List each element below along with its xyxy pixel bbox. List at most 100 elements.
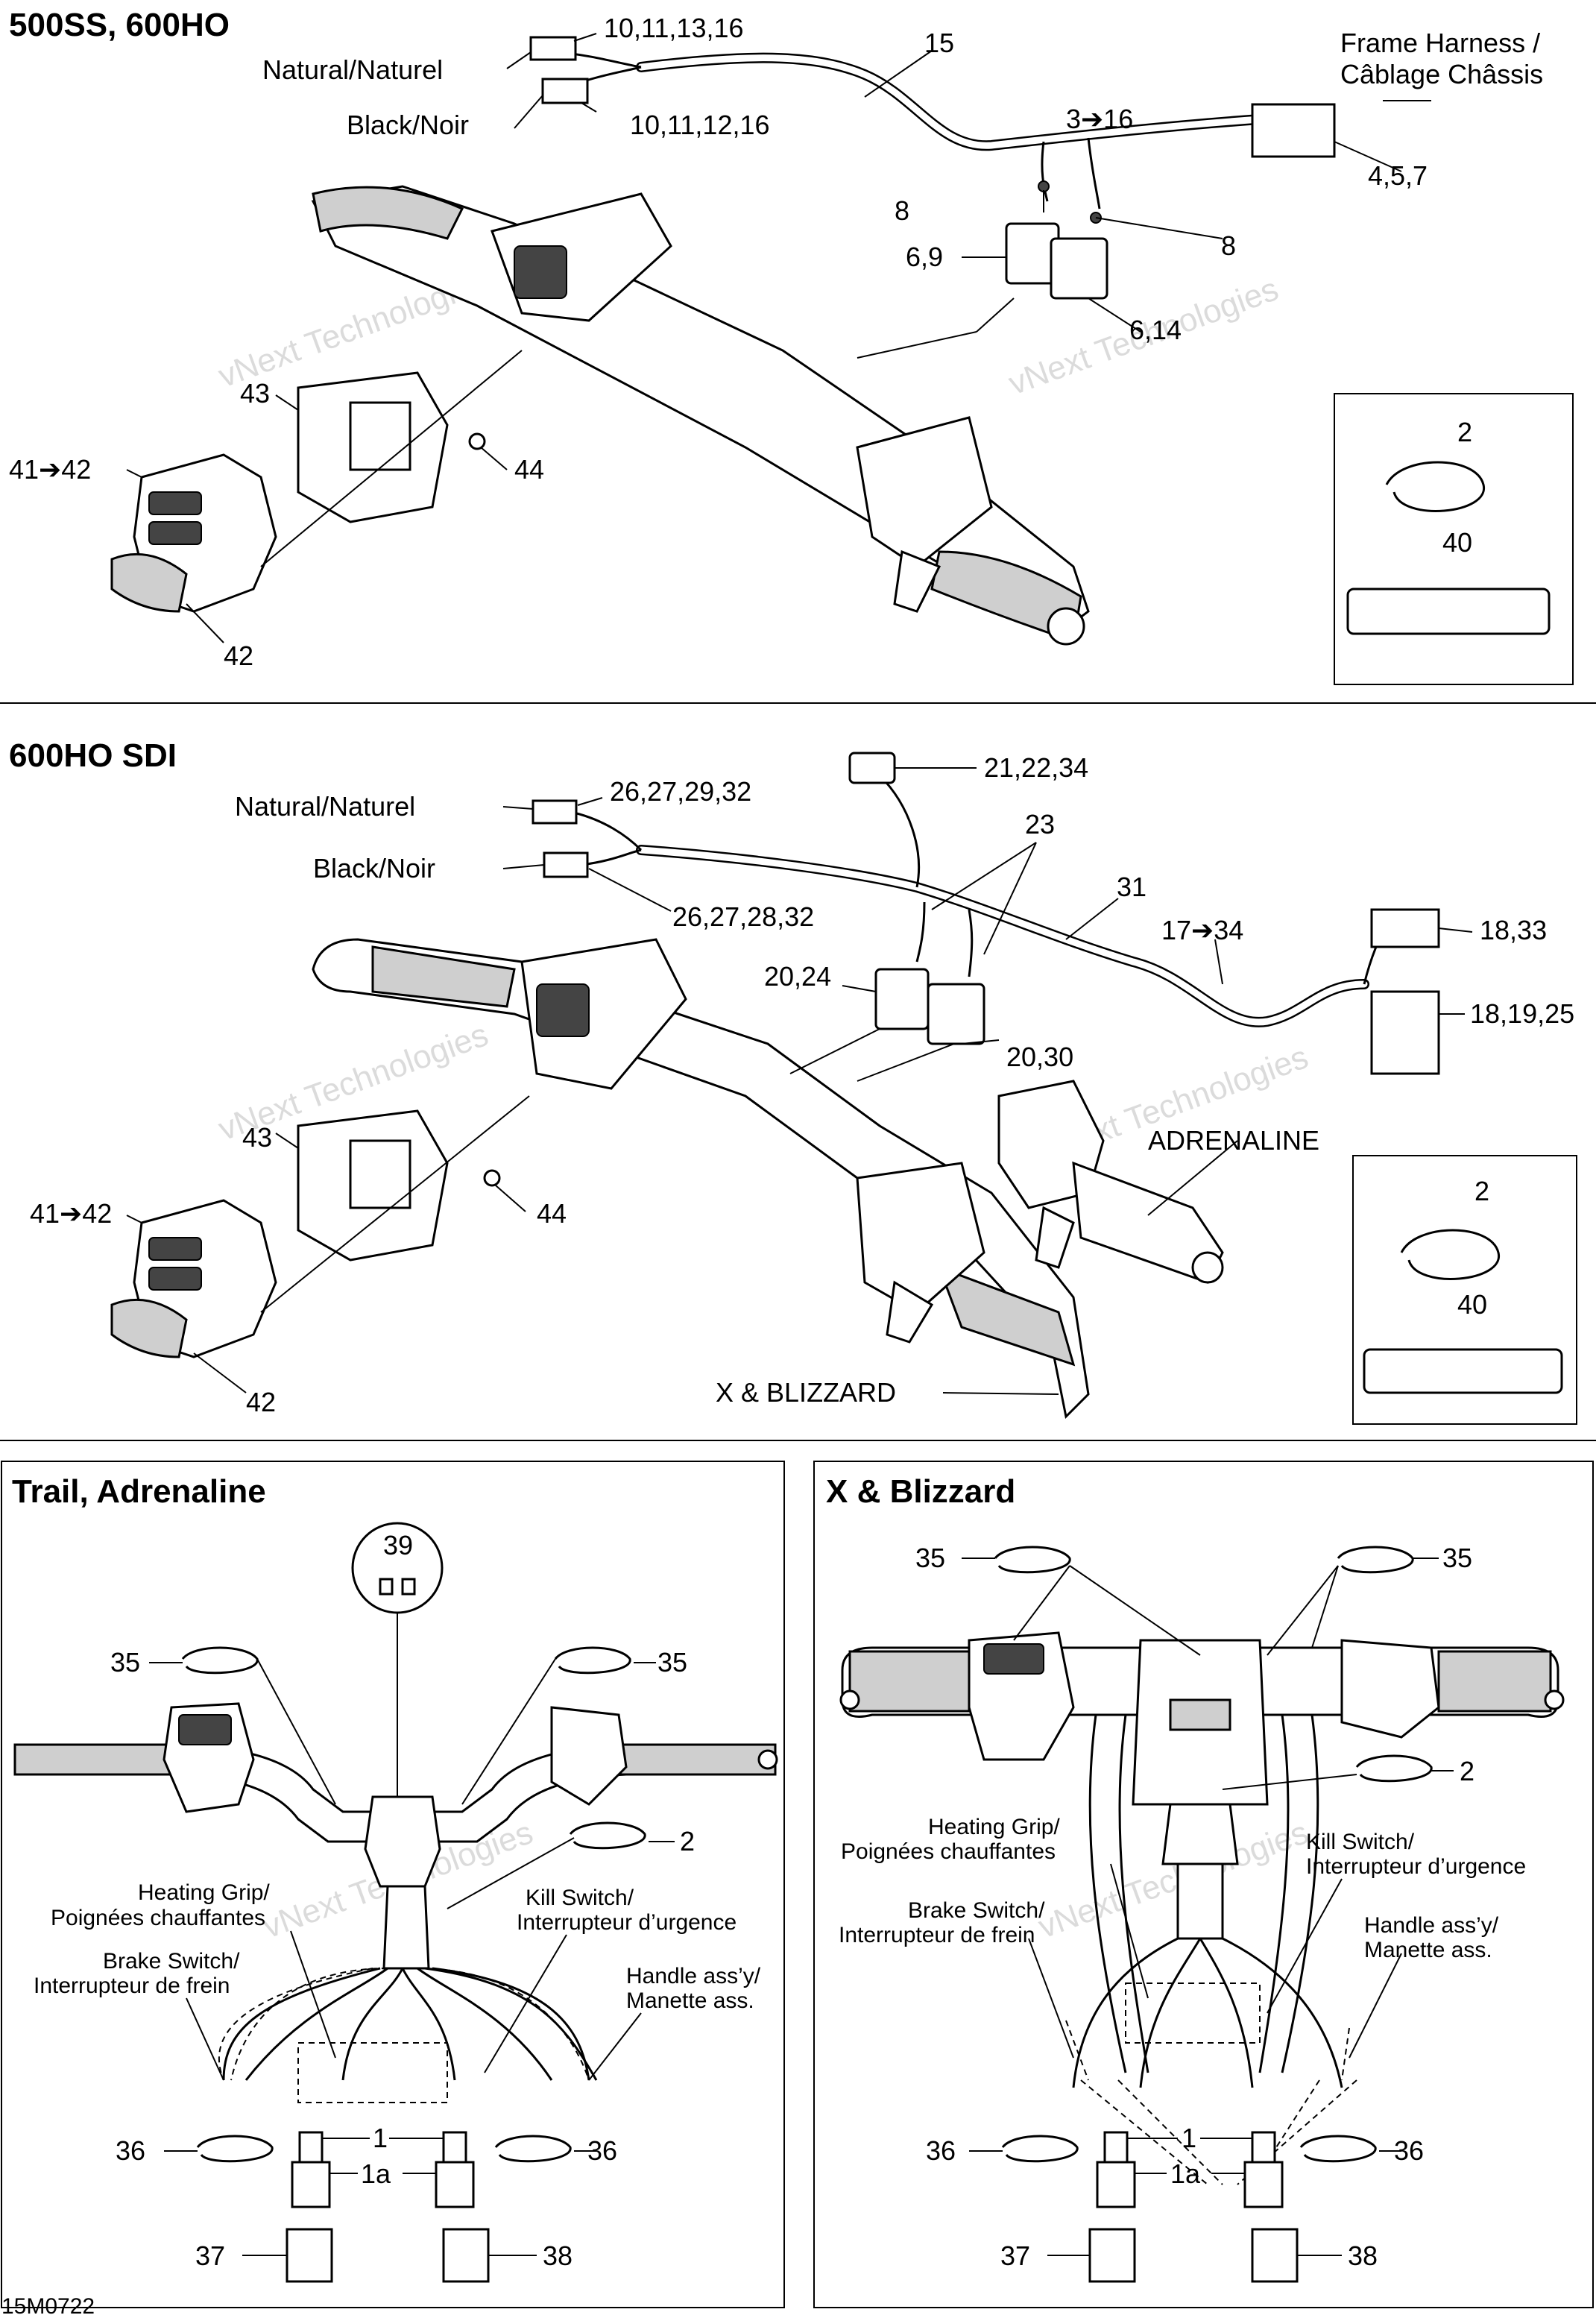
- s3-callout-2: 2: [680, 1826, 695, 1856]
- s3-callout-36b: 36: [587, 2135, 617, 2166]
- s3-callout-35b: 35: [657, 1647, 687, 1678]
- s4-tie-wrap-36b: [1299, 2135, 1377, 2163]
- x-blizzard-frame: [813, 1461, 1594, 2308]
- s2-callout-41-42: 41➔42: [30, 1198, 112, 1229]
- section-title-500ss-600ho: 500SS, 600HO: [9, 7, 230, 43]
- s2-callout-20-30: 20,30: [1006, 1042, 1073, 1072]
- s4-handle-assy-label-fr: Manette ass.: [1364, 1938, 1492, 1962]
- s1-black-connector: [541, 78, 589, 104]
- s4-callout-1a: 1a: [1170, 2158, 1201, 2189]
- s4-callout-35a: 35: [915, 1543, 945, 1573]
- s2-leaders: [126, 767, 1473, 1395]
- s1-callout-8b: 8: [1221, 230, 1236, 261]
- s1-handlebar: [311, 185, 1090, 646]
- s1-callout-40: 40: [1442, 527, 1472, 558]
- s1-callout-3-16: 3➔16: [1066, 104, 1133, 134]
- s3-part-39b: [401, 1578, 416, 1596]
- s3-tie-wrap-36b: [494, 2135, 572, 2163]
- s4-block-37: [1088, 2228, 1136, 2283]
- s3-tie-wrap-35b: [554, 1646, 631, 1675]
- s3-handle-assy-label: Handle ass’y/: [626, 1964, 761, 1988]
- s3-callout-36a: 36: [116, 2135, 145, 2166]
- s3-callout-35a: 35: [110, 1647, 140, 1678]
- s2-natural-connector: [532, 799, 578, 825]
- s1-callout-15: 15: [924, 28, 954, 58]
- s4-heating-grip-label: Heating Grip/: [928, 1815, 1060, 1839]
- s3-callout-39: 39: [383, 1530, 413, 1560]
- s2-connector-20-24: [874, 968, 930, 1030]
- s1-frame-harness-connector: [1251, 103, 1336, 158]
- s3-callout-37: 37: [195, 2240, 225, 2271]
- s2-black-connector: [543, 851, 589, 878]
- trail-adrenaline-frame: [1, 1461, 785, 2308]
- s3-sleeve-1b: [291, 2161, 331, 2208]
- s3-block-37: [286, 2228, 333, 2283]
- section-title-trail-adrenaline: Trail, Adrenaline: [12, 1473, 266, 1510]
- s4-callout-37: 37: [1000, 2240, 1030, 2271]
- s4-callout-38: 38: [1348, 2240, 1378, 2271]
- s4-kill-switch-label-fr: Interrupteur d’urgence: [1306, 1854, 1526, 1879]
- s2-callout-44: 44: [537, 1198, 567, 1229]
- s2-callout-21-22-34: 21,22,34: [984, 752, 1088, 783]
- s4-tie-wrap-2: [1355, 1754, 1433, 1783]
- s1-frame-harness-label: Frame Harness /: [1340, 28, 1540, 58]
- s4-callout-36a: 36: [926, 2135, 956, 2166]
- s4-heating-grip-label-fr: Poignées chauffantes: [841, 1839, 1056, 1864]
- s1-callout-43: 43: [240, 378, 270, 409]
- s3-tie-wrap-36a: [196, 2135, 274, 2163]
- s2-screw-44: [483, 1169, 501, 1187]
- s3-heating-grip-label: Heating Grip/: [138, 1880, 270, 1905]
- s3-sleeve-1d: [435, 2161, 475, 2208]
- s2-callout-43: 43: [242, 1122, 272, 1153]
- s3-block-38: [442, 2228, 490, 2283]
- s2-adrenaline-label: ADRENALINE: [1148, 1125, 1319, 1156]
- s3-kill-switch-label-fr: Interrupteur d’urgence: [517, 1910, 737, 1935]
- s2-connector-21-22-34: [848, 752, 896, 784]
- s2-callout-2: 2: [1474, 1176, 1489, 1206]
- s1-tube-40: [1346, 588, 1551, 635]
- s4-callout-35b: 35: [1442, 1543, 1472, 1573]
- s2-black-label: Black/Noir: [313, 853, 435, 884]
- s3-handle-assy-label-fr: Manette ass.: [626, 1988, 754, 2013]
- s2-callout-40: 40: [1457, 1289, 1487, 1320]
- s1-connector-6-14: [1050, 237, 1108, 300]
- s3-leaders: [149, 1658, 675, 2256]
- s2-callout-20-24: 20,24: [764, 961, 831, 992]
- s4-sleeve-1b: [1096, 2161, 1136, 2208]
- s2-callout-31: 31: [1117, 872, 1146, 902]
- s2-connector-18-19-25: [1370, 990, 1440, 1075]
- s2-callout-26-27-28-32: 26,27,28,32: [672, 901, 814, 932]
- s4-tie-wrap-35a: [994, 1546, 1071, 1574]
- s3-kill-switch-label: Kill Switch/: [526, 1886, 634, 1910]
- s2-connector-20-30: [927, 983, 985, 1045]
- s3-connector-group: [297, 2042, 448, 2103]
- s2-callout-42: 42: [246, 1387, 276, 1417]
- s1-callout-10-11-13-16: 10,11,13,16: [604, 13, 744, 43]
- section-title-x-blizzard: X & Blizzard: [826, 1473, 1015, 1510]
- s2-harness: [573, 774, 1388, 1027]
- s2-connector-18-33: [1370, 908, 1440, 948]
- s4-callout-1: 1: [1182, 2123, 1196, 2153]
- s1-frame-harness-label-fr: Câblage Châssis: [1340, 59, 1543, 89]
- s1-callout-42: 42: [224, 640, 253, 671]
- s1-screw-44: [468, 432, 486, 450]
- s1-natural-connector: [529, 36, 577, 61]
- s4-brake-switch-label-fr: Interrupteur de frein: [839, 1923, 1035, 1947]
- s1-callout-44: 44: [514, 454, 544, 485]
- s2-adrenaline-grip: [997, 1080, 1224, 1284]
- s4-block-38: [1251, 2228, 1299, 2283]
- s2-tie-wrap-2: [1400, 1229, 1500, 1280]
- s1-inset-box: [1334, 393, 1574, 685]
- s1-switch-housing: [110, 371, 449, 613]
- s4-handle-assy-label: Handle ass’y/: [1364, 1913, 1499, 1938]
- s2-callout-17-34: 17➔34: [1161, 915, 1243, 945]
- s1-leaders: [126, 33, 1431, 643]
- s3-heating-grip-label-fr: Poignées chauffantes: [51, 1906, 265, 1930]
- s3-wires: [218, 1967, 598, 2081]
- s1-callout-2: 2: [1457, 417, 1472, 447]
- s3-part-39a: [379, 1578, 394, 1596]
- s4-callout-2: 2: [1460, 1756, 1474, 1786]
- s4-kill-switch-label: Kill Switch/: [1306, 1830, 1415, 1854]
- s1-callout-10-11-12-16: 10,11,12,16: [630, 110, 770, 140]
